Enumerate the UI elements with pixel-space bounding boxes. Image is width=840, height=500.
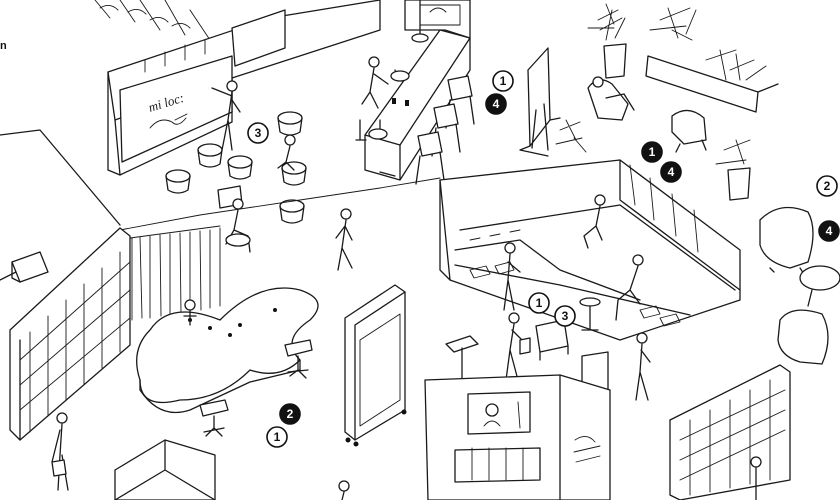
bar-chairs [415,75,475,185]
person-at-bar [355,56,389,141]
badge-marker: 3 [554,305,576,327]
curtain [129,225,221,321]
badge-label: 3 [562,309,569,323]
organic-table [136,287,319,414]
badge-label: 1 [274,430,281,444]
whiteboard-wall: mi loc: [107,0,381,176]
badge-label: 2 [287,407,294,421]
mobile-shelf [344,284,407,447]
walking-person [335,208,353,271]
badge-marker: 1 [528,292,550,314]
lounge-people [503,194,644,321]
badge-label: 1 [649,145,656,159]
left-room [0,129,121,283]
badge-marker: 3 [247,122,269,144]
divider-line [119,177,441,231]
person-bottom-center [338,480,350,500]
right-lockers [669,364,791,500]
badge-marker: 1 [641,141,663,163]
person-with-bag [51,412,69,491]
stools-cluster [165,111,307,224]
person-reading [587,76,707,153]
badge-marker: 4 [660,161,682,183]
office-chairs [199,339,313,437]
badge-marker: 2 [279,403,301,425]
person-at-whiteboard [211,80,241,151]
edge-text: n [0,40,7,52]
person-with-laptop [217,185,251,253]
bottom-box [114,439,216,500]
armchairs [759,206,840,365]
left-shelving [9,227,131,441]
badge-label: 4 [826,224,833,238]
plants [555,3,779,201]
top-chairs [94,0,211,41]
media-wall [424,374,611,500]
badge-label: 2 [824,179,831,193]
badge-label: 1 [500,74,507,88]
badge-label: 4 [668,165,675,179]
person-near-media-wall [635,332,651,401]
badge-group: 1 4 3 1 4 2 4 1 3 2 1 [247,70,840,448]
whiteboard-easel [519,47,561,157]
badge-label: 4 [493,97,500,111]
badge-marker: 4 [818,220,840,242]
bar-table [364,0,471,181]
badge-marker: 1 [492,70,514,92]
badge-label: 1 [536,296,543,310]
stepped-seating [439,159,741,341]
badge-label: 3 [255,126,262,140]
badge-marker: 4 [485,93,507,115]
badge-marker: 2 [816,175,838,197]
badge-marker: 1 [266,426,288,448]
